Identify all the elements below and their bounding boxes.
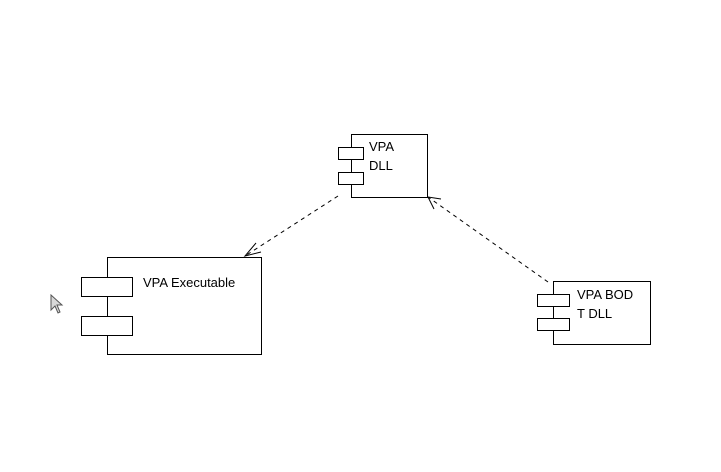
- component-label: VPA DLL: [369, 139, 395, 173]
- component-body[interactable]: [107, 257, 262, 355]
- component-port-icon: [81, 277, 133, 297]
- component-body[interactable]: [553, 281, 651, 345]
- component-port-icon: [81, 316, 133, 336]
- open-arrowhead-icon: [243, 242, 262, 257]
- component-port-icon: [537, 318, 570, 331]
- dependency-dll-to-executable[interactable]: [243, 195, 339, 257]
- arrow-pointer-icon: [50, 294, 64, 314]
- component-port-icon: [338, 172, 364, 185]
- component-body[interactable]: [351, 134, 428, 198]
- component-label: VPA Executable: [143, 275, 236, 290]
- dependency-bodt-to-dll[interactable]: [427, 196, 549, 283]
- component-label: VPA BOD T DLL: [577, 287, 634, 321]
- component-port-icon: [338, 147, 364, 160]
- component-port-icon: [537, 294, 570, 307]
- open-arrowhead-icon: [427, 196, 442, 210]
